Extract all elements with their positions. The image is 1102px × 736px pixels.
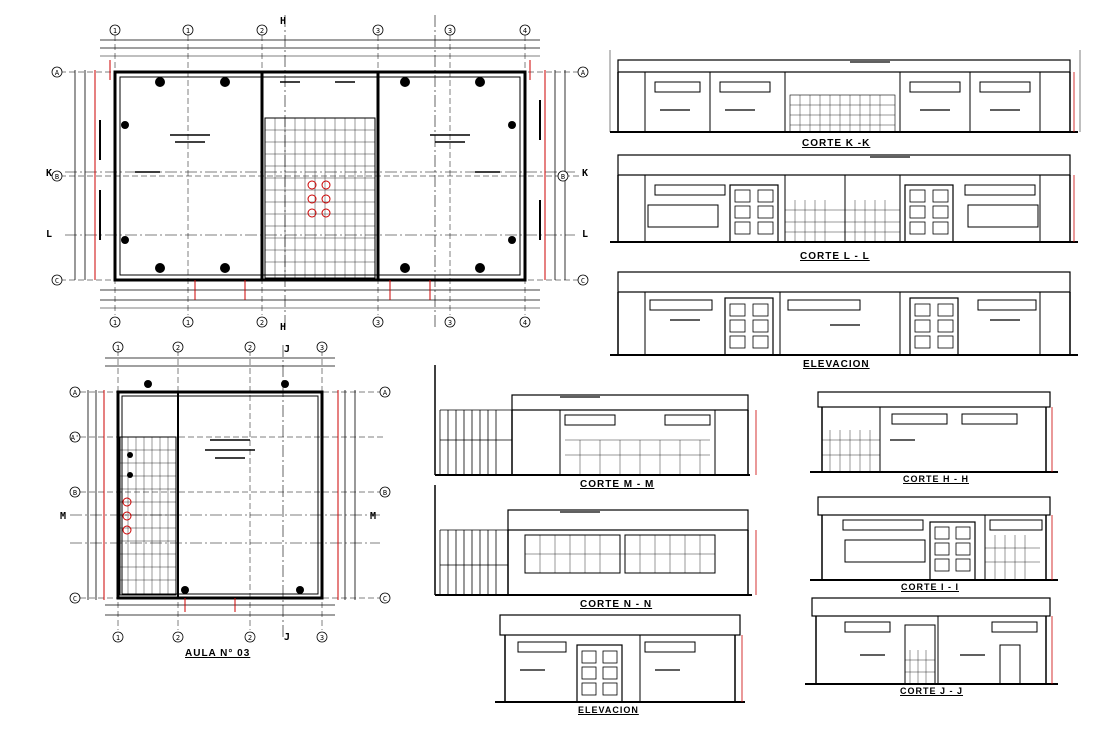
plan-main-row-right-b: B (561, 173, 565, 181)
plan-aula-col-bottom-4: 3 (320, 634, 324, 642)
plan-main-row-right-c: C (581, 277, 585, 285)
corte-ii-drawing (810, 496, 1058, 581)
plan-aula-grid-bubbles (69, 341, 391, 643)
plan-aula-col-bottom-3: 2 (248, 634, 252, 642)
plan-aula-row-left-a-prime: A' (71, 434, 79, 442)
plan-aula-row-right-a: A (383, 389, 388, 397)
corte-ii-title: CORTE I - I (901, 582, 959, 592)
plan-aula-section-j-top: J (284, 344, 290, 355)
plan-main-row-left-b: B (55, 173, 59, 181)
elevacion-top-title: ELEVACION (803, 359, 870, 370)
plan-main-grid-bubbles (51, 24, 589, 328)
corte-nn-title: CORTE N - N (580, 599, 653, 610)
corte-mm-drawing (434, 365, 750, 476)
plan-main-col-top-2: 1 (186, 27, 190, 35)
plan-aula-col-top-4: 3 (320, 344, 324, 352)
elevacion-top-drawing (610, 271, 1078, 356)
plan-aula-row-left-c: C (73, 595, 77, 603)
plan-main-col-bottom-3: 2 (260, 319, 264, 327)
plan-aula-section-j-bottom: J (284, 632, 290, 643)
plan-main-section-h-top: H (280, 16, 286, 27)
plan-main-col-top-5: 3 (448, 27, 452, 35)
corte-jj-drawing (805, 597, 1058, 685)
plan-main-section-l-left: L (46, 229, 52, 240)
plan-main-col-bottom-2: 1 (186, 319, 190, 327)
plan-main-col-bottom-4: 3 (376, 319, 380, 327)
elevation-red-dims (741, 72, 1075, 702)
corte-hh-title: CORTE H - H (903, 474, 969, 484)
plan-aula-col-top-2: 2 (176, 344, 180, 352)
plan-main-col-top-3: 2 (260, 27, 264, 35)
plan-main-col-bottom-1: 1 (113, 319, 117, 327)
corte-kk-drawing (609, 50, 1081, 133)
corte-ll-title: CORTE L - L (800, 251, 870, 262)
plan-main-col-bottom-6: 4 (523, 319, 527, 327)
plan-aula-row-right-b: B (383, 489, 387, 497)
plan-aula-section-m-right: M (370, 511, 376, 522)
plan-main-section-l-right: L (582, 229, 588, 240)
plan-aula-col-top-1: 1 (116, 344, 120, 352)
plan-main-section-k-left: K (46, 168, 52, 179)
plan-aula-03 (70, 345, 385, 640)
corte-kk-title: CORTE K -K (802, 138, 871, 149)
plan-main-col-bottom-5: 3 (448, 319, 452, 327)
plan-main-col-top-6: 4 (523, 27, 527, 35)
plan-main-red-fixtures (94, 60, 546, 300)
plan-aula-row-left-a: A (73, 389, 78, 397)
plan-main-section-k-right: K (582, 168, 588, 179)
plan-aula-row-left-b: B (73, 489, 77, 497)
plan-main-row-right-a: A (581, 69, 586, 77)
plan-aula-red-fixtures (103, 390, 339, 612)
annotation-stubs (520, 61, 1020, 671)
elevacion-bottom-title: ELEVACION (578, 705, 639, 715)
plan-aula-title: AULA N° 03 (185, 648, 251, 659)
plan-main-col-top-4: 3 (376, 27, 380, 35)
plan-main-row-left-c: C (55, 277, 59, 285)
plan-main-row-left-a: A (55, 69, 60, 77)
corte-jj-title: CORTE J - J (900, 686, 964, 696)
plan-main-section-h-bottom: H (280, 322, 286, 333)
plan-aula-col-bottom-1: 1 (116, 634, 120, 642)
plan-aula-col-bottom-2: 2 (176, 634, 180, 642)
plan-main-col-top-1: 1 (113, 27, 117, 35)
plan-aula-row-right-c: C (383, 595, 387, 603)
plan-aula-col-top-3: 2 (248, 344, 252, 352)
corte-ll-drawing (610, 154, 1078, 243)
corte-hh-drawing (810, 391, 1058, 473)
corte-mm-title: CORTE M - M (580, 479, 655, 490)
plan-aula-section-m-left: M (60, 511, 66, 522)
elevacion-bottom-drawing (495, 614, 745, 703)
corte-nn-drawing (434, 485, 752, 596)
